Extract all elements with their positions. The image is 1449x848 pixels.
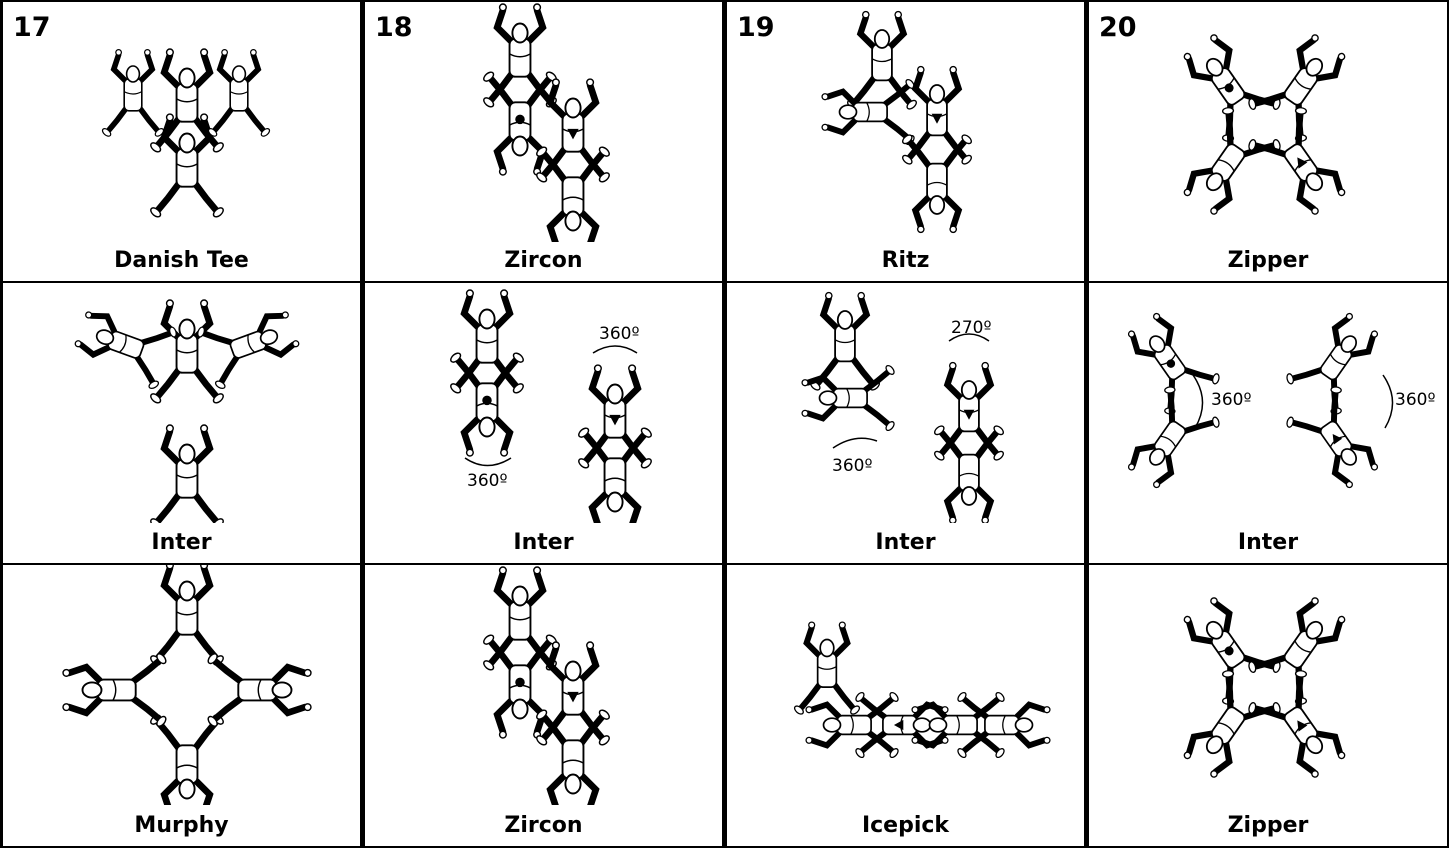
formation-label: Icepick: [727, 813, 1084, 838]
skydiver-figure: [933, 424, 1005, 523]
rotation-label: 360º: [832, 456, 872, 476]
cell-icepick: Icepick: [727, 565, 1084, 848]
formation-label: Inter: [365, 530, 722, 555]
skydiver-figure: [482, 567, 558, 672]
skydiver-figure: [482, 4, 558, 109]
danish-tee-diagram: [3, 2, 359, 242]
formation-label: Zircon: [365, 248, 722, 273]
murphy-diagram: [3, 565, 359, 805]
skydiver-figure: [101, 50, 165, 138]
column-20: 20 Zipper 360º 360º Inter: [1086, 0, 1449, 848]
skydiver-figure: [901, 133, 973, 232]
cell-murphy: Murphy: [3, 565, 360, 848]
column-17: 17 Danish Tee Inter: [0, 0, 362, 848]
cell-zipper: Zipper: [1089, 565, 1447, 848]
skydiver-figure: [449, 290, 525, 395]
column-19: 19 Ritz 360º 270º Inter: [724, 0, 1086, 848]
icepick-diagram: [727, 565, 1083, 805]
cell-ritz: 19 Ritz: [727, 0, 1084, 283]
skydiver-figure: [577, 426, 653, 523]
skydiver-figure: [1115, 382, 1224, 497]
skydiver-figure: [207, 50, 271, 138]
skydiver-figure: [206, 652, 311, 728]
skydiver-figure: [149, 300, 225, 405]
formation-label: Inter: [727, 530, 1084, 555]
cell-inter: 360º 360º Inter: [365, 283, 722, 565]
zipper-diagram: [1089, 565, 1447, 805]
cell-zircon: Zircon: [365, 565, 722, 848]
inter-diagram: [3, 283, 359, 523]
skydiver-figure: [535, 708, 611, 805]
zipper-diagram: [1089, 2, 1447, 242]
skydiver-figure: [1244, 666, 1360, 788]
inter-diagram: 360º 360º: [1089, 283, 1447, 523]
rotation-label: 360º: [467, 471, 507, 491]
skydiver-figure: [846, 12, 918, 111]
skydiver-figure: [63, 652, 168, 728]
cell-inter: 360º 270º Inter: [727, 283, 1084, 565]
formation-label: Danish Tee: [3, 248, 360, 273]
inter-diagram: 360º 270º: [727, 283, 1083, 523]
skydiver-figure: [1244, 103, 1360, 225]
skydiver-figure: [1170, 103, 1286, 225]
rotation-label: 360º: [1395, 390, 1435, 410]
formation-label: Murphy: [3, 813, 360, 838]
formation-label: Ritz: [727, 248, 1084, 273]
cell-zircon: 18 Zircon: [365, 0, 722, 283]
formation-label: Inter: [1089, 530, 1447, 555]
skydiver-figure: [69, 296, 180, 392]
cell-inter: Inter: [3, 283, 360, 565]
formation-label: Zipper: [1089, 813, 1447, 838]
skydiver-figure: [1170, 666, 1286, 788]
skydiver-figure: [149, 565, 225, 667]
skydiver-figure: [802, 364, 896, 432]
cell-inter: 360º 360º Inter: [1089, 283, 1447, 565]
skydiver-figure: [449, 351, 525, 456]
ritz-diagram: [727, 2, 1083, 242]
rotation-label: 360º: [599, 324, 639, 344]
skydiver-figure: [149, 425, 225, 523]
formation-label: Zipper: [1089, 248, 1447, 273]
cell-danish-tee: 17 Danish Tee: [3, 0, 360, 283]
skydiver-figure: [933, 363, 1005, 462]
skydiver-figure: [194, 296, 305, 392]
formation-label: Zircon: [365, 813, 722, 838]
zircon-diagram: [365, 2, 721, 242]
cell-zipper: 20 Zipper: [1089, 0, 1447, 283]
column-18: 18 Zircon 360º 360º Inter: [362, 0, 724, 848]
skydiver-figure: [1282, 382, 1391, 497]
zircon-diagram: [365, 565, 721, 805]
skydiver-figure: [577, 365, 653, 470]
inter-diagram: 360º 360º: [365, 283, 721, 523]
skydiver-figure: [149, 713, 225, 805]
formation-label: Inter: [3, 530, 360, 555]
skydiver-figure: [535, 145, 611, 242]
rotation-label: 270º: [951, 318, 991, 338]
rotation-label: 360º: [1211, 390, 1251, 410]
